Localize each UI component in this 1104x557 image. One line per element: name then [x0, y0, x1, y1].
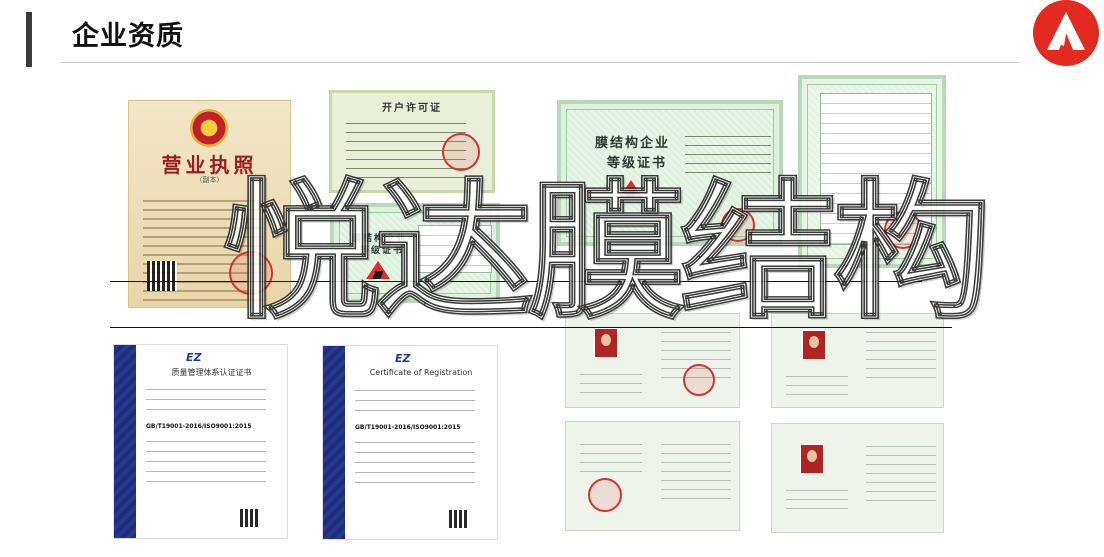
ez-logo: EZ: [395, 352, 411, 365]
cert-title-line2: 等级证书: [607, 156, 668, 171]
qualification-certificate-tall: [798, 75, 946, 268]
personnel-certificate: [565, 421, 740, 531]
cert-title-line1: 膜结构企业: [595, 136, 671, 151]
industry-mark-icon: [619, 180, 643, 198]
personnel-certificate: [565, 313, 740, 408]
cert-info-lines: [685, 128, 771, 181]
qr-code-icon: [240, 509, 258, 527]
membrane-grade-certificate-large: 膜结构企业 等级证书: [557, 100, 783, 246]
cert-title: 质量管理体系认证证书: [171, 368, 252, 377]
cert-title-line1: 膜结构企业: [352, 234, 408, 244]
separator-line: [110, 327, 952, 328]
personnel-certificate: [771, 423, 944, 533]
separator-line: [110, 281, 922, 282]
permit-text-lines: [346, 115, 466, 186]
ez-quality-certificate-cn: EZ 质量管理体系认证证书 GB/T19001-2016/ISO9001:201…: [113, 344, 288, 539]
business-license-image: 营业执照 （副本）: [128, 100, 291, 308]
title-accent-bar: [26, 12, 32, 67]
brand-logo: [1033, 0, 1099, 66]
id-photo: [594, 328, 618, 358]
id-photo: [802, 330, 826, 360]
cert-info-table: [418, 225, 492, 273]
decorative-band: [114, 345, 136, 538]
page-title: 企业资质: [72, 21, 184, 52]
cert-standard: GB/T19001-2016/ISO9001:2015: [355, 424, 461, 431]
red-seal-icon: [229, 251, 273, 295]
membrane-grade-certificate-small: 膜结构企业 等级证书: [330, 203, 500, 303]
qr-code-icon: [147, 261, 177, 291]
cert-standard: GB/T19001-2016/ISO9001:2015: [146, 423, 252, 430]
industry-mark-icon: [366, 261, 390, 279]
account-permit-image: 开户许可证: [329, 90, 495, 193]
red-seal-icon: [588, 478, 622, 512]
red-seal-icon: [721, 208, 755, 242]
ez-logo: EZ: [186, 351, 202, 364]
cert-title: Certificate of Registration: [369, 368, 473, 377]
red-seal-icon: [884, 211, 922, 249]
decorative-band: [323, 346, 345, 539]
red-seal-icon: [682, 364, 715, 396]
qr-code-icon: [449, 510, 467, 528]
personnel-certificate: [771, 313, 944, 408]
company-watermark: 悦达膜结构: [221, 166, 992, 340]
permit-title: 开户许可证: [382, 103, 442, 114]
license-subtitle: （副本）: [195, 176, 224, 184]
id-photo: [800, 444, 824, 474]
license-title: 营业执照: [161, 153, 258, 177]
ez-quality-certificate-en: EZ Certificate of Registration GB/T19001…: [322, 345, 498, 540]
national-emblem-icon: [190, 109, 228, 147]
header-divider: [60, 62, 1020, 63]
license-text-lines: [143, 193, 263, 307]
red-seal-icon: [442, 133, 480, 171]
cert-title-line2: 等级证书: [360, 246, 405, 256]
